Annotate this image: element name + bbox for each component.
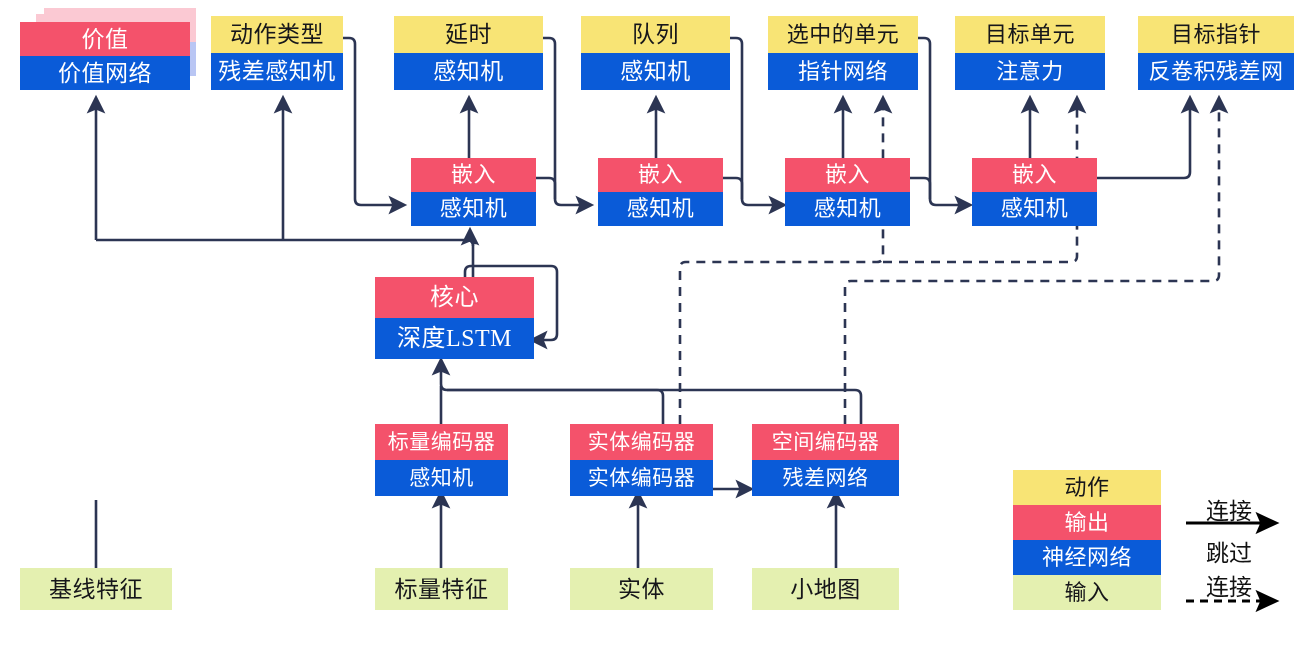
legend-skip-connection-label-line2: 连接 (1206, 575, 1252, 600)
node-queue-action-label: 队列 (581, 16, 730, 53)
node-embed-1-output-label: 嵌入 (411, 158, 536, 192)
node-queue-network-label: 感知机 (581, 53, 730, 90)
wire-entity-enc-to-bus (447, 388, 665, 424)
node-scalar-encoder-output-label: 标量编码器 (375, 424, 508, 460)
node-embed-3-network-label: 感知机 (785, 192, 910, 226)
node-action-type-action-label: 动作类型 (211, 16, 343, 53)
node-scalar-encoder-network-label: 感知机 (375, 460, 508, 496)
legend-skip-connection-label-line1: 跳过 (1206, 541, 1252, 566)
node-core-network-label: 深度LSTM (375, 318, 534, 359)
node-input-scalar-features-label: 标量特征 (375, 568, 508, 610)
node-embed-3-output-label: 嵌入 (785, 158, 910, 192)
node-input-baseline-features-label: 基线特征 (20, 568, 172, 610)
node-input-baseline-features[interactable]: 基线特征 (20, 568, 172, 610)
wire-bus-into-core (431, 356, 451, 392)
skip-spatial-to-target-point (843, 94, 1229, 424)
node-target-point-action-label: 目标指针 (1138, 16, 1294, 53)
legend-swatches: 动作 输出 神经网络 输入 (1013, 470, 1161, 610)
node-action-type[interactable]: 动作类型 残差感知机 (211, 16, 343, 90)
node-selected-units-action-label: 选中的单元 (768, 16, 918, 53)
node-selected-units[interactable]: 选中的单元 指针网络 (768, 16, 918, 90)
wire-core-to-embed1 (460, 226, 480, 246)
node-scalar-encoder[interactable]: 标量编码器 感知机 (375, 424, 508, 496)
node-embed-3[interactable]: 嵌入 感知机 (785, 158, 910, 226)
node-queue[interactable]: 队列 感知机 (581, 16, 730, 90)
node-target-point[interactable]: 目标指针 反卷积残差网 (1138, 16, 1294, 90)
node-embed-1[interactable]: 嵌入 感知机 (411, 158, 536, 226)
node-input-entities-label: 实体 (570, 568, 713, 610)
node-spatial-encoder[interactable]: 空间编码器 残差网络 (752, 424, 899, 496)
node-input-entities[interactable]: 实体 (570, 568, 713, 610)
wire-spatial-enc-to-bus (447, 388, 863, 424)
node-spatial-encoder-network-label: 残差网络 (752, 460, 899, 496)
node-value[interactable]: 价值 价值网络 (20, 22, 190, 90)
node-value-network-label: 价值网络 (20, 56, 190, 90)
node-target-unit-network-label: 注意力 (955, 53, 1105, 90)
node-embed-4[interactable]: 嵌入 感知机 (972, 158, 1097, 226)
node-embed-2-output-label: 嵌入 (598, 158, 723, 192)
node-target-unit[interactable]: 目标单元 注意力 (955, 16, 1105, 90)
node-embed-4-output-label: 嵌入 (972, 158, 1097, 192)
node-embed-1-network-label: 感知机 (411, 192, 536, 226)
legend-swatch-output: 输出 (1013, 505, 1161, 540)
wire-core-bus-corner (466, 238, 475, 247)
wire-embed2-to-embed3-chain (723, 176, 744, 199)
node-action-type-network-label: 残差感知机 (211, 53, 343, 90)
node-entity-encoder-output-label: 实体编码器 (570, 424, 713, 460)
node-value-output-label: 价值 (20, 22, 190, 56)
node-embed-2[interactable]: 嵌入 感知机 (598, 158, 723, 226)
skip-entity-to-selected-units (678, 94, 893, 424)
node-entity-encoder[interactable]: 实体编码器 实体编码器 (570, 424, 713, 496)
node-selected-units-network-label: 指针网络 (768, 53, 918, 90)
node-delay[interactable]: 延时 感知机 (394, 16, 543, 90)
node-embed-4-network-label: 感知机 (972, 192, 1097, 226)
legend-swatch-input: 输入 (1013, 575, 1161, 610)
legend-swatch-action: 动作 (1013, 470, 1161, 505)
node-embed-2-network-label: 感知机 (598, 192, 723, 226)
node-input-minimap-label: 小地图 (752, 568, 899, 610)
wire-embed3-to-embed4-chain (910, 176, 932, 199)
node-input-scalar-features[interactable]: 标量特征 (375, 568, 508, 610)
wire-embed1-to-embed2-chain (536, 176, 557, 199)
node-delay-action-label: 延时 (394, 16, 543, 53)
node-delay-network-label: 感知机 (394, 53, 543, 90)
legend-connection-label: 连接 (1206, 499, 1252, 524)
node-input-minimap[interactable]: 小地图 (752, 568, 899, 610)
node-target-unit-action-label: 目标单元 (955, 16, 1105, 53)
node-entity-encoder-network-label: 实体编码器 (570, 460, 713, 496)
skip-connections (678, 94, 1229, 424)
node-spatial-encoder-output-label: 空间编码器 (752, 424, 899, 460)
node-target-point-network-label: 反卷积残差网 (1138, 53, 1294, 90)
node-core[interactable]: 核心 深度LSTM (375, 277, 534, 359)
legend-swatch-network: 神经网络 (1013, 540, 1161, 575)
wire-embed4-to-target-point (1097, 94, 1200, 180)
node-core-output-label: 核心 (375, 277, 534, 318)
wire-core-out-left-bus (96, 238, 475, 277)
